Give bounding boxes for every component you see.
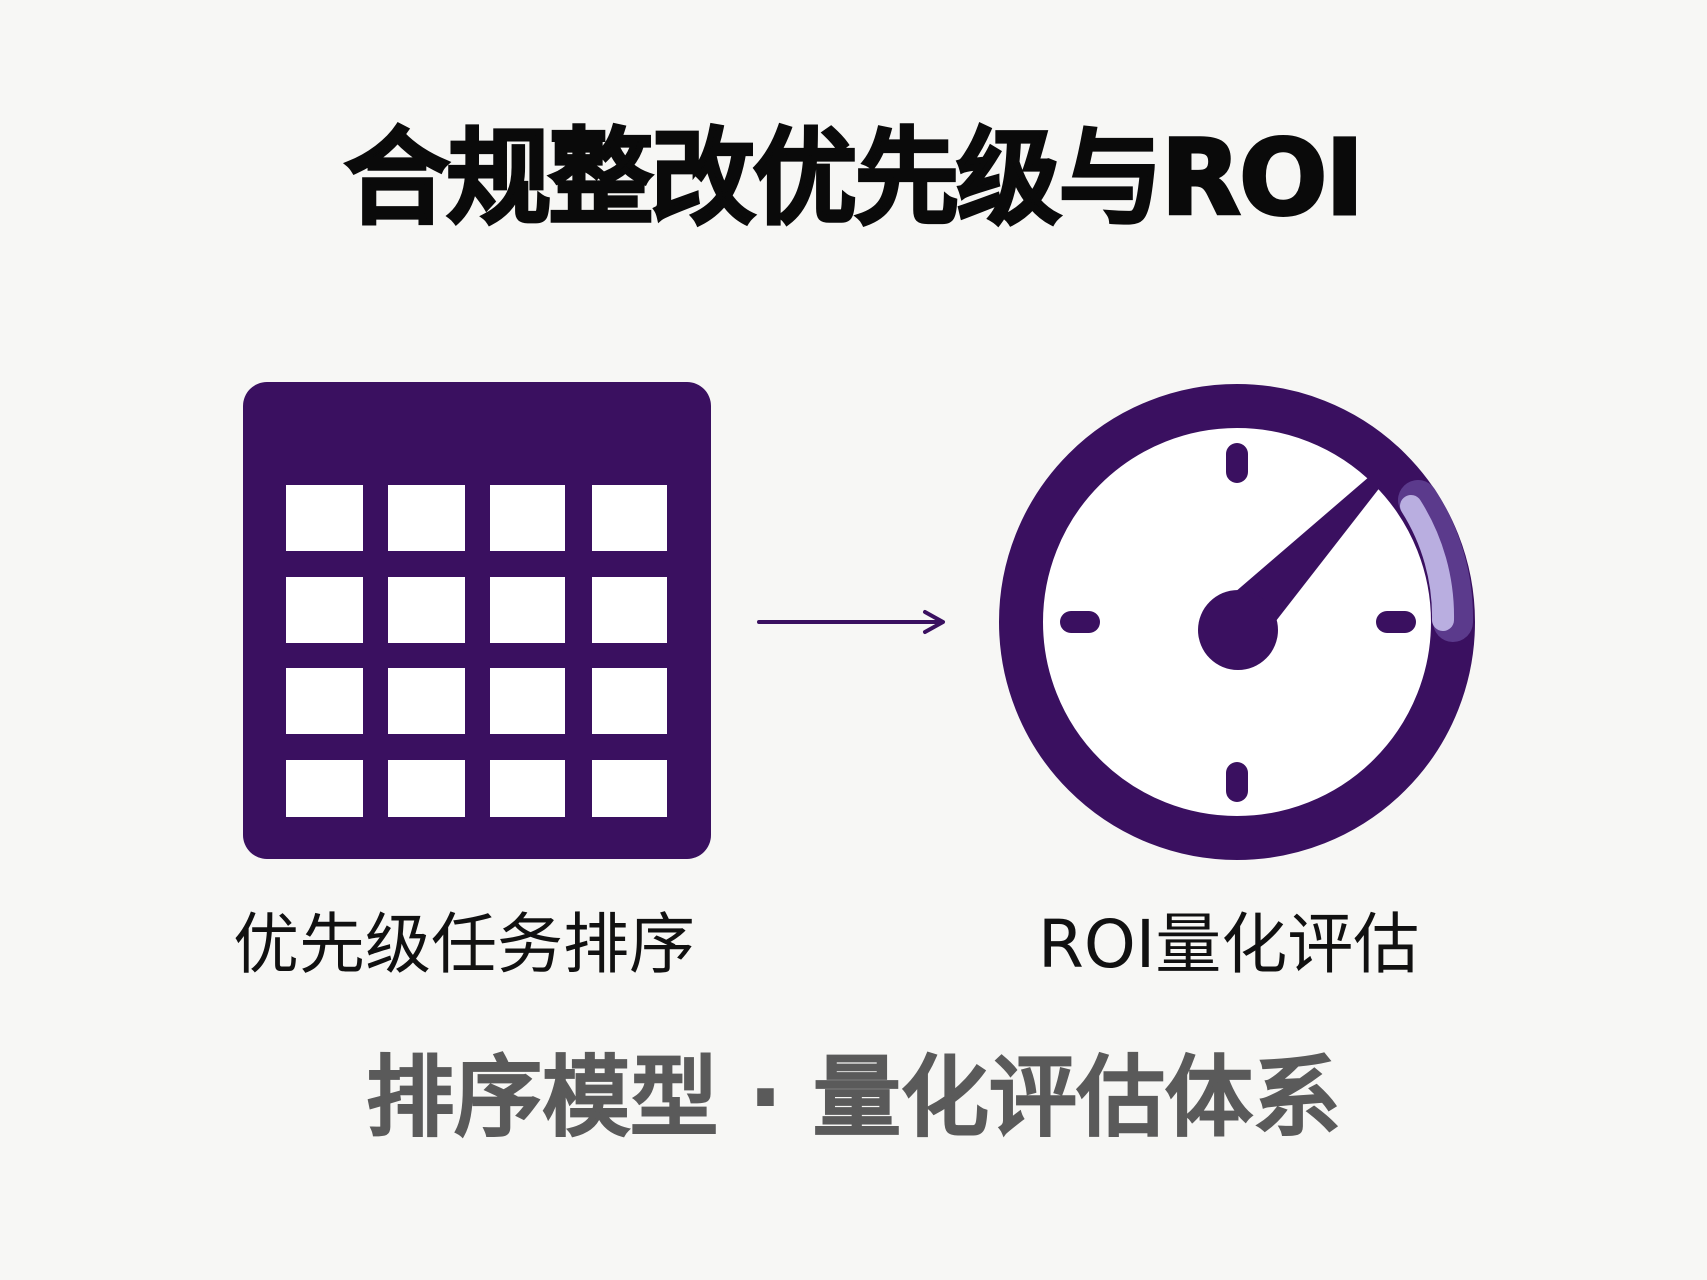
priority-task-sorting-label: 优先级任务排序 (233, 906, 695, 983)
arrow-right-icon (755, 607, 950, 637)
roi-assessment-label: ROI量化评估 (1038, 906, 1420, 983)
gauge-dial-icon (995, 380, 1480, 865)
subtitle: 排序模型 · 量化评估体系 (366, 1046, 1342, 1149)
page-title: 合规整改优先级与ROI (343, 117, 1365, 240)
priority-grid-icon (243, 382, 711, 859)
